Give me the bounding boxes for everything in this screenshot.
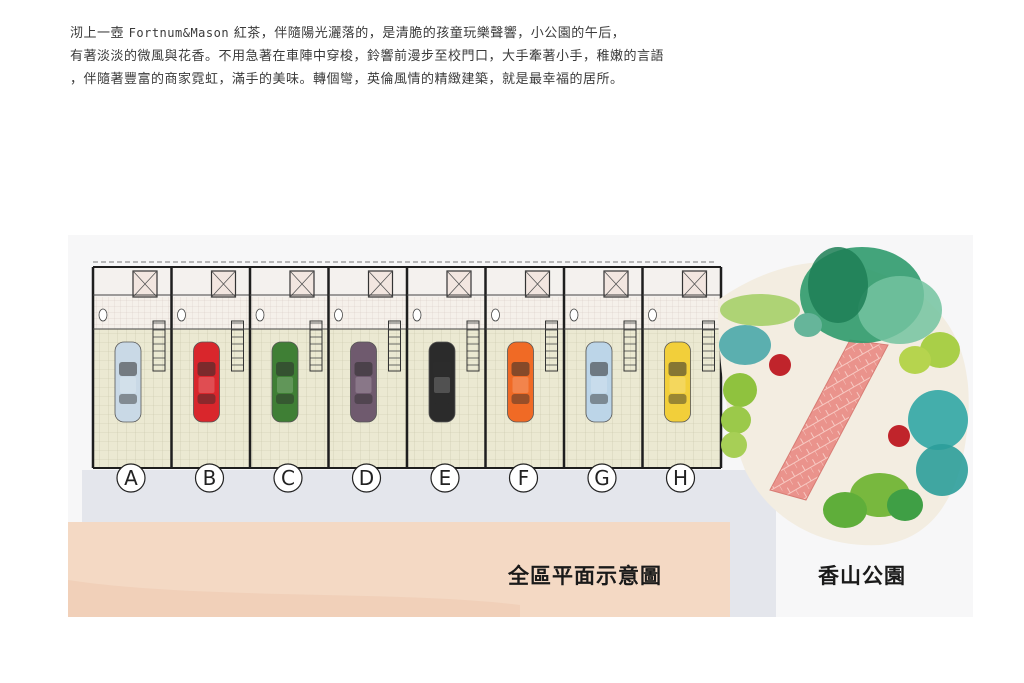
unit-label-c: C <box>273 463 303 493</box>
svg-text:F: F <box>518 466 530 490</box>
car-f <box>507 341 534 423</box>
park-caption: 香山公園 <box>818 564 906 588</box>
unit-label-h: H <box>665 463 696 493</box>
car-h <box>664 341 691 423</box>
svg-text:E: E <box>439 466 452 490</box>
svg-text:H: H <box>673 466 688 490</box>
car-c <box>271 341 299 423</box>
svg-text:C: C <box>281 466 295 490</box>
intro-text: 沏上一壺 Fortnum&Mason 紅茶，伴隨陽光灑落的，是清脆的孩童玩樂聲響… <box>70 22 850 91</box>
unit-c <box>248 267 329 468</box>
car-g <box>585 341 613 423</box>
car-d <box>350 341 377 423</box>
building-block <box>91 261 723 469</box>
svg-text:B: B <box>203 466 217 490</box>
unit-label-f: F <box>508 463 539 493</box>
svg-text:D: D <box>359 466 374 490</box>
unit-e <box>405 267 486 468</box>
unit-h <box>641 267 721 468</box>
unit-f <box>484 267 564 468</box>
unit-g <box>562 267 643 468</box>
unit-label-g: G <box>587 463 617 493</box>
unit-label-d: D <box>351 463 382 493</box>
unit-a <box>91 267 172 468</box>
intro-line-3: ，伴隨著豐富的商家霓虹，滿手的美味。轉個彎，英倫風情的精緻建築，就是最幸福的居所… <box>70 72 624 87</box>
plan-caption: 全區平面示意圖 <box>508 564 662 588</box>
svg-text:G: G <box>594 466 610 490</box>
car-e <box>428 341 456 423</box>
car-a <box>114 341 142 423</box>
svg-text:A: A <box>124 466 138 490</box>
park <box>718 247 969 546</box>
unit-label-a: A <box>116 463 146 493</box>
park-path <box>769 339 889 501</box>
unit-b <box>170 267 250 468</box>
unit-d <box>327 267 407 468</box>
intro-line-2: 有著淡淡的微風與花香。不用急著在車陣中穿梭，鈴響前漫步至校門口，大手牽著小手，稚… <box>70 49 665 64</box>
unit-label-b: B <box>194 463 225 493</box>
car-b <box>193 341 220 423</box>
unit-label-e: E <box>430 463 460 493</box>
intro-line-1: 沏上一壺 Fortnum&Mason 紅茶，伴隨陽光灑落的，是清脆的孩童玩樂聲響… <box>70 26 626 41</box>
